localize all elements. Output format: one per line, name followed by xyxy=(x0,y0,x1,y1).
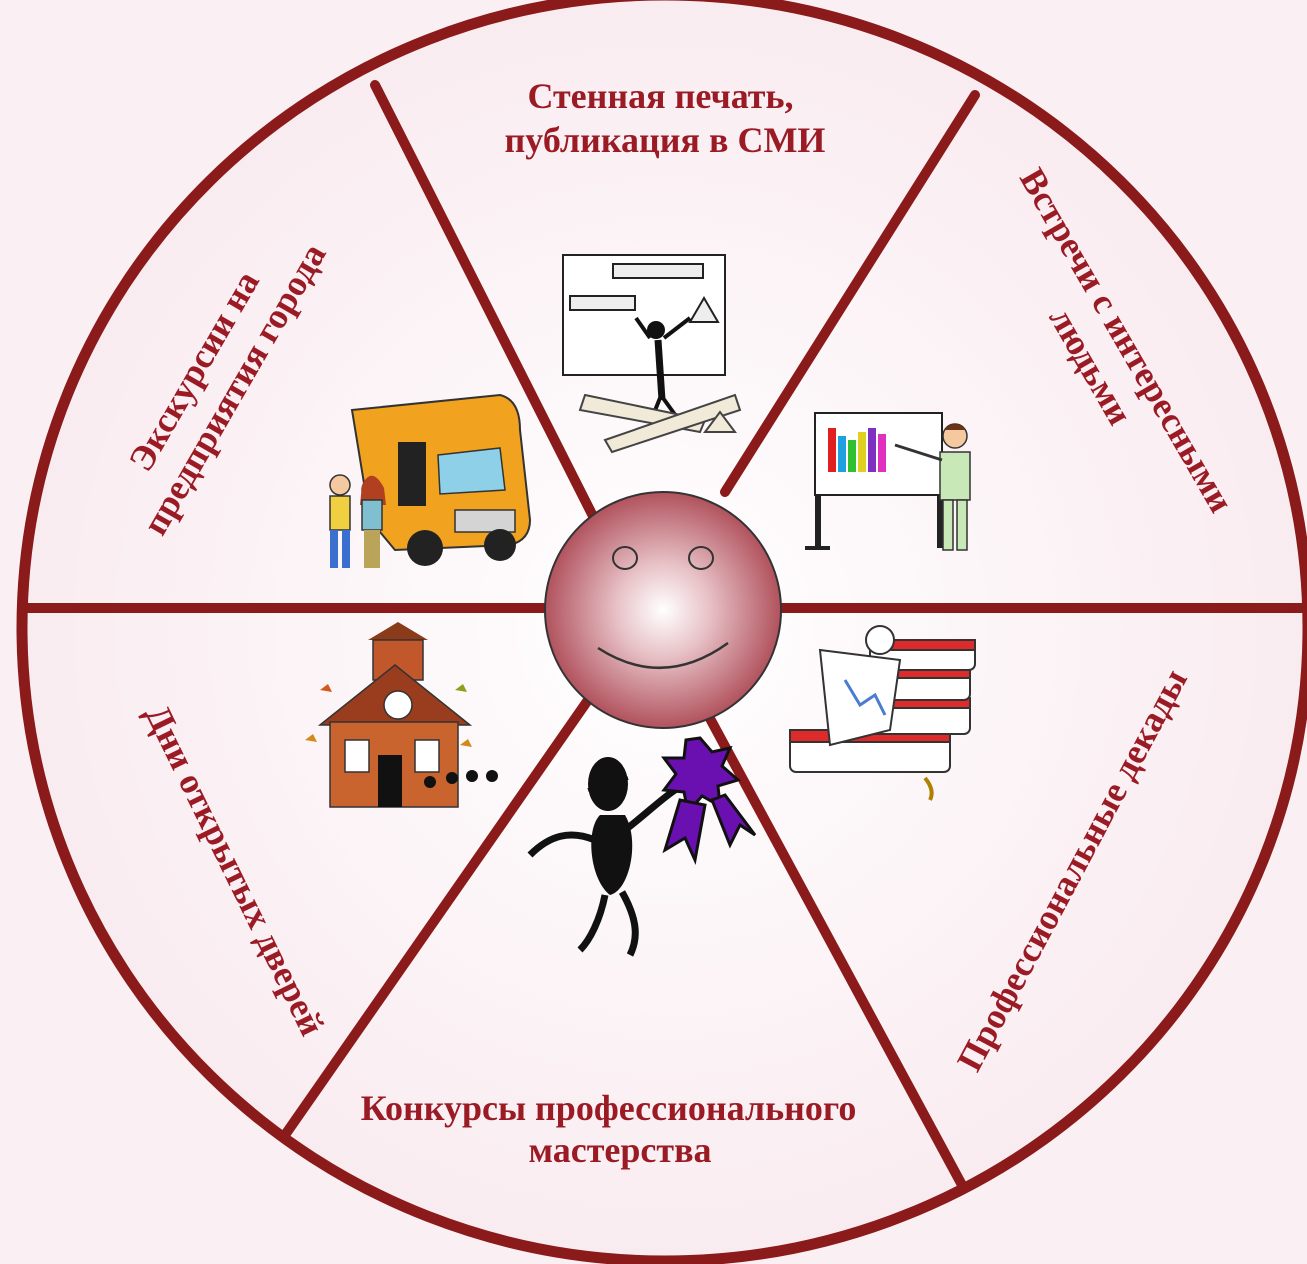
label-line: Конкурсы профессионального xyxy=(361,1088,857,1128)
presenter-board-icon xyxy=(562,254,742,454)
teacher-chart-icon xyxy=(805,412,971,551)
label-line: мастерства xyxy=(528,1130,711,1170)
spoke-bottom-left xyxy=(280,685,600,1140)
wheel-spokes xyxy=(17,80,1307,1190)
spoke-top-right xyxy=(720,90,980,497)
school-house-icon xyxy=(305,622,498,808)
label-contests: Конкурсы профессионального мастерства xyxy=(361,1088,866,1170)
award-ribbon-icon xyxy=(527,736,757,957)
segment-wall-press: Стенная печать, публикация в СМИ xyxy=(505,76,826,160)
school-bus-icon xyxy=(329,393,532,568)
label-line: Стенная печать, xyxy=(527,76,793,116)
smiley-face-icon xyxy=(544,491,782,729)
label-wall-press: Стенная печать, публикация в СМИ xyxy=(505,76,826,160)
segment-contests: Конкурсы профессионального мастерства xyxy=(361,1088,866,1170)
spoke-top-left xyxy=(370,80,605,535)
label-line: публикация в СМИ xyxy=(505,120,826,160)
professor-books-icon xyxy=(789,625,976,801)
spoke-bottom-right xyxy=(695,695,967,1190)
